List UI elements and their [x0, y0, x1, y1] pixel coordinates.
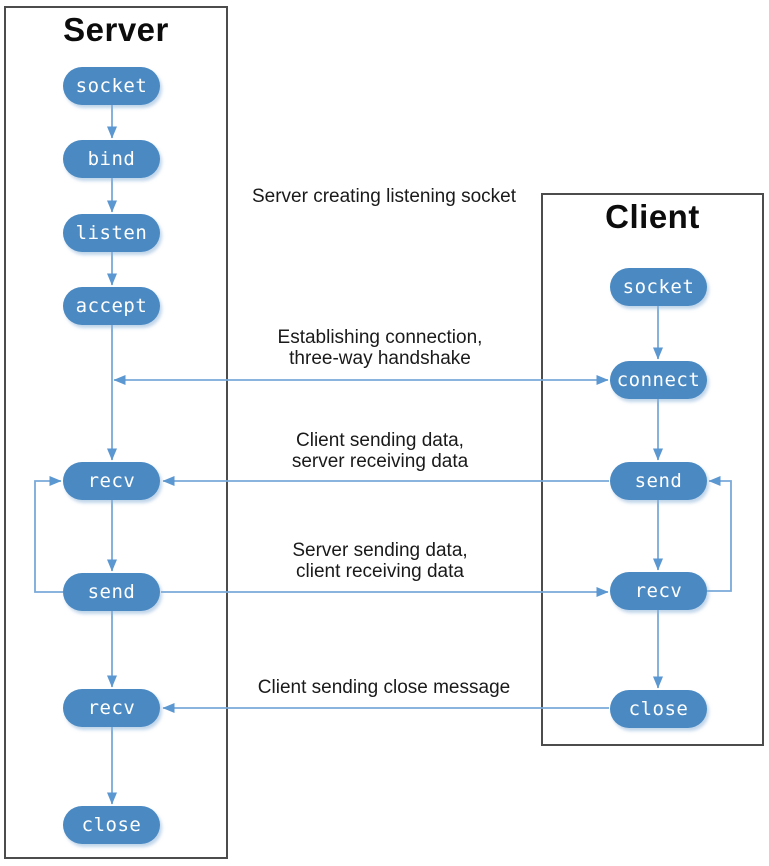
server-node-socket: socket	[63, 67, 160, 105]
client-node-connect: connect	[610, 361, 707, 399]
client-node-recv: recv	[610, 572, 707, 610]
annotation-handshake: Establishing connection, three-way hands…	[277, 327, 483, 369]
client-node-close: close	[610, 690, 707, 728]
annotation-close-message: Client sending close message	[257, 677, 511, 698]
server-node-recv-2: recv	[63, 689, 160, 727]
arrow-client-loop	[707, 476, 732, 592]
client-node-socket: socket	[610, 268, 707, 306]
server-node-bind: bind	[63, 140, 160, 178]
server-node-accept: accept	[63, 287, 160, 325]
annotation-server-sending: Server sending data, client receiving da…	[292, 540, 468, 582]
server-node-send: send	[63, 573, 160, 611]
server-box: Server	[4, 6, 228, 859]
server-node-recv: recv	[63, 462, 160, 500]
server-title: Server	[63, 11, 169, 48]
client-node-send: send	[610, 462, 707, 500]
server-node-listen: listen	[63, 214, 160, 252]
annotation-client-sending: Client sending data, server receiving da…	[291, 430, 469, 472]
client-title: Client	[605, 198, 700, 235]
arrow-server-loop	[34, 476, 63, 593]
server-node-close: close	[63, 806, 160, 844]
client-box: Client	[541, 193, 764, 746]
annotation-listening-socket: Server creating listening socket	[251, 186, 516, 207]
